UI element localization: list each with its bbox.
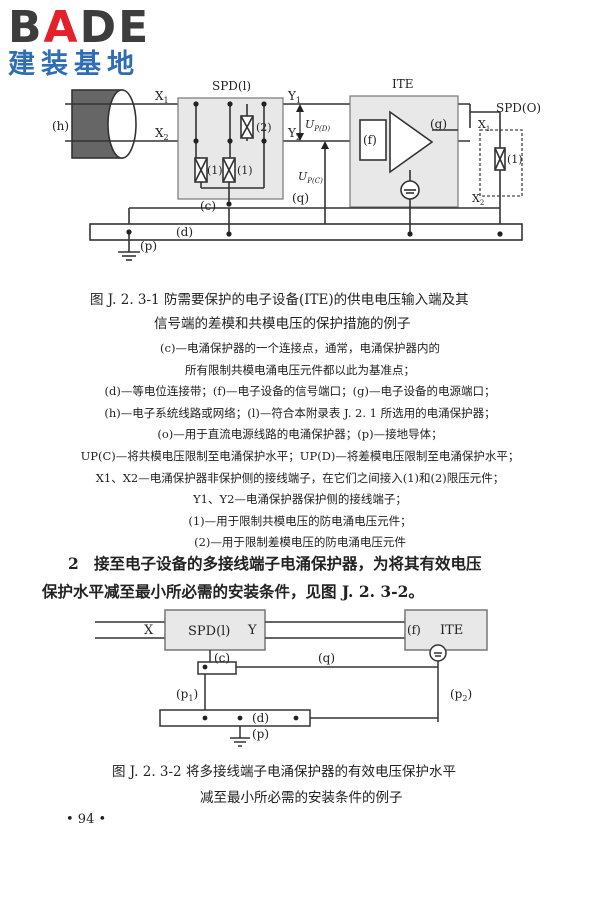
- label-c: (c): [200, 199, 216, 213]
- label-h: (h): [52, 119, 69, 133]
- fig2-label-ite: ITE: [440, 623, 463, 638]
- fig2-label-p1: (p1): [176, 687, 198, 703]
- label-up-d: UP(D): [305, 118, 330, 133]
- note-line: (c)—电涌保护器的一个连接点，通常，电涌保护器内的: [160, 341, 440, 355]
- label-g: (g): [430, 117, 447, 131]
- label-spdo: SPD(O): [496, 101, 541, 115]
- fig2-label-d: (d): [252, 711, 269, 725]
- figure-2-caption-line2: 减至最小所必需的安装条件的例子: [200, 790, 403, 806]
- label-xo2: X2: [472, 192, 484, 207]
- figure-1-diagram: (h) SPD(l) ITE SPD(O) X1 X2 Y1 Y2 UP(D) …: [52, 77, 541, 261]
- label-f: (f): [363, 133, 377, 147]
- label-xo1: X1: [478, 118, 490, 133]
- figure-1-caption-line1: 图 J. 2. 3-1 防需要保护的电子设备(ITE)的供电电压输入端及其: [90, 292, 469, 308]
- note-line: Y1、Y2—电涌保护器保护侧的接线端子；: [193, 492, 407, 507]
- label-y1: Y1: [287, 89, 301, 105]
- fig2-label-y: Y: [247, 623, 257, 638]
- fig2-label-q: (q): [318, 651, 335, 665]
- fig2-label-x: X: [144, 623, 154, 638]
- paragraph-line2: 保护水平减至最小所必需的安装条件，见图 J. 2. 3-2。: [42, 582, 424, 601]
- paragraph-line1: 接至电子设备的多接线端子电涌保护器，为将其有效电压: [94, 554, 482, 573]
- label-ite: ITE: [392, 77, 414, 91]
- logo: BADE 建装基地: [8, 6, 150, 80]
- logo-subtitle: 建装基地: [8, 49, 140, 80]
- figure-2-caption-line1: 图 J. 2. 3-2 将多接线端子电涌保护器的有效电压保护水平: [112, 764, 456, 780]
- fig2-label-f: (f): [407, 623, 421, 637]
- note-line: X1、X2—电涌保护器非保护侧的接线端子，在它们之间接入(1)和(2)限压元件；: [95, 470, 505, 485]
- logo-wordmark: BADE: [8, 2, 151, 53]
- paragraph-number: 2: [68, 554, 79, 573]
- note-line: (d)—等电位连接带；(f)—电子设备的信号端口；(g)—电子设备的电源端口；: [104, 384, 496, 399]
- label-d: (d): [176, 225, 193, 239]
- label-up-c: UP(C): [298, 170, 323, 185]
- label-q: (q): [292, 191, 309, 205]
- note-line: UP(C)—将共模电压限制至电涌保护水平；UP(D)—将差模电压限制至电涌保护水…: [80, 448, 520, 463]
- fig2-label-c: (c): [214, 651, 230, 665]
- label-el1: (1): [207, 164, 223, 177]
- label-el1o: (1): [507, 153, 523, 166]
- figure-1-caption-line2: 信号端的差模和共模电压的保护措施的例子: [154, 316, 411, 332]
- note-line: (2)—用于限制差模电压的防电涌电压元件: [194, 535, 406, 550]
- note-line: (h)—电子系统线路或网络；(l)—符合本附录表 J. 2. 1 所选用的电涌保…: [104, 405, 496, 420]
- label-el2: (2): [256, 121, 272, 134]
- label-spd: SPD(l): [212, 79, 251, 93]
- page-number: • 94 •: [66, 812, 107, 827]
- label-x1: X1: [155, 89, 169, 105]
- body-paragraph: 2 接至电子设备的多接线端子电涌保护器，为将其有效电压 保护水平减至最小所必需的安…: [42, 550, 588, 606]
- fig2-label-p2: (p2): [450, 687, 472, 703]
- fig2-label-spd: SPD(l): [188, 624, 230, 639]
- note-line: (o)—用于直流电源线路的电涌保护器；(p)—接地导体；: [157, 427, 443, 442]
- label-el1b: (1): [237, 164, 253, 177]
- label-p: (p): [140, 239, 157, 253]
- note-line: (1)—用于限制共模电压的防电涌电压元件；: [188, 513, 412, 528]
- fig2-label-p: (p): [252, 727, 269, 741]
- figure-2-diagram: X SPD(l) Y (f) ITE (c) (q) (p1) (p2) (d)…: [95, 609, 488, 747]
- figure-1-notes: (c)—电涌保护器的一个连接点，通常，电涌保护器内的 所有限制共模电涌电压元件都…: [0, 338, 600, 554]
- label-x2: X2: [155, 126, 169, 142]
- note-line: 所有限制共模电涌电压元件都以此为基准点；: [185, 362, 415, 377]
- label-y2: Y2: [287, 126, 301, 142]
